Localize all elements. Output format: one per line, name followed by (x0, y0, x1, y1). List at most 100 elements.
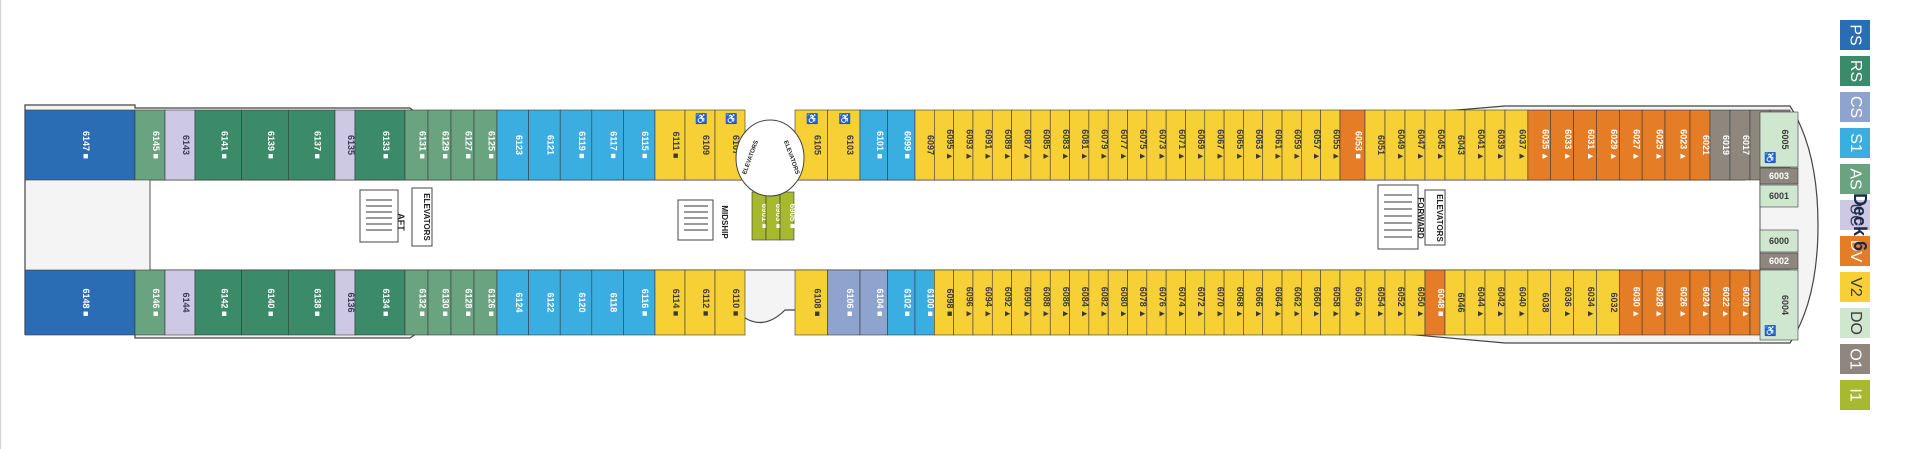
bottom-cabin-6034[interactable]: 6034 ▲ (1573, 269, 1597, 336)
bottom-cabin-6120[interactable]: 6120 (559, 269, 593, 336)
bottom-cabin-6142[interactable]: 6142 ■ (194, 269, 242, 336)
bottom-cabin-6038[interactable]: 6038 (1527, 269, 1552, 336)
top-cabin-6017[interactable]: 6017 (1729, 109, 1751, 181)
top-cabin-6137[interactable]: 6137 ■ (288, 109, 336, 181)
bottom-cabin-6116[interactable]: 6116 ■ (623, 269, 656, 336)
bottom-cabin-6036[interactable]: 6036 ▲ (1550, 269, 1574, 336)
bottom-cabin-6026[interactable]: 6026 ▲ (1664, 269, 1691, 336)
top-cabin-6097[interactable]: 6097 (914, 109, 936, 181)
top-cabin-6089[interactable]: 6089 ▲ (991, 109, 1013, 181)
bow-cabin-6002[interactable]: 6002 (1759, 252, 1799, 270)
top-cabin-6121[interactable]: 6121 (528, 109, 561, 181)
top-cabin-6029[interactable]: 6029 ▲ (1596, 109, 1620, 181)
bottom-cabin-6100[interactable]: 6100 ■ (914, 269, 936, 336)
bottom-cabin-6118[interactable]: 6118 (591, 269, 624, 336)
bottom-cabin-6092[interactable]: 6092 ▲ (991, 269, 1013, 336)
bottom-cabin-6134[interactable]: 6134 ■ (354, 269, 406, 336)
bottom-cabin-6108[interactable]: 6108 ■ (794, 269, 828, 336)
top-cabin-6027[interactable]: 6027 ▲ (1618, 109, 1643, 181)
bottom-cabin-6052[interactable]: 6052 ▲ (1384, 269, 1406, 336)
top-cabin-6019[interactable]: 6019 (1709, 109, 1731, 181)
bottom-cabin-6058[interactable]: 6058 ▲ (1320, 269, 1342, 336)
top-cabin-6111[interactable]: 6111 ■ (654, 109, 686, 181)
top-cabin-6075[interactable]: 6075 ▲ (1127, 109, 1149, 181)
bottom-cabin-6080[interactable]: 6080 ▲ (1107, 269, 1129, 336)
top-cabin-6143[interactable]: 6143 (164, 109, 196, 181)
bottom-cabin-6056[interactable]: 6056 ▲ (1339, 269, 1366, 336)
top-cabin-6071[interactable]: 6071 ▲ (1165, 109, 1187, 181)
bottom-cabin-6132[interactable]: 6132 ■ (404, 269, 429, 336)
bottom-cabin-6126[interactable]: 6126 ■ (473, 269, 498, 336)
top-cabin-6127[interactable]: 6127 ■ (450, 109, 475, 181)
bottom-cabin-6030[interactable]: 6030 ▲ (1618, 269, 1643, 336)
top-cabin-6055[interactable]: 6055 ▲ (1320, 109, 1342, 181)
bottom-cabin-6048[interactable]: 6048 ■ (1424, 269, 1446, 336)
bottom-cabin-6138[interactable]: 6138 ■ (288, 269, 336, 336)
top-cabin-6023[interactable]: 6023 ▲ (1664, 109, 1691, 181)
bottom-cabin-6128[interactable]: 6128 ■ (450, 269, 475, 336)
bow-cabin-6005[interactable]: 6005♿ (1759, 111, 1799, 168)
top-cabin-6047[interactable]: 6047 ▲ (1404, 109, 1426, 181)
bow-cabin-6001[interactable]: 6001 (1759, 184, 1799, 208)
bottom-cabin-6046[interactable]: 6046 (1444, 269, 1466, 336)
bottom-cabin-6122[interactable]: 6122 (528, 269, 561, 336)
top-cabin-6109[interactable]: 6109♿ (684, 109, 716, 181)
bottom-cabin-6110[interactable]: 6110 ■ (714, 269, 746, 336)
bottom-cabin-6074[interactable]: 6074 ▲ (1165, 269, 1187, 336)
bottom-cabin-6104[interactable]: 6104 ■ (859, 269, 888, 336)
bottom-cabin-6146[interactable]: 6146 ■ (134, 269, 166, 336)
top-cabin-6091[interactable]: 6091 ▲ (972, 109, 994, 181)
bottom-cabin-6064[interactable]: 6064 ▲ (1262, 269, 1284, 336)
top-cabin-6119[interactable]: 6119 ■ (559, 109, 593, 181)
bottom-cabin-6112[interactable]: 6112 ■ (684, 269, 716, 336)
bottom-cabin-6084[interactable]: 6084 ▲ (1069, 269, 1091, 336)
bottom-cabin-6102[interactable]: 6102 ■ (887, 269, 916, 336)
bottom-cabin-6066[interactable]: 6066 ▲ (1243, 269, 1264, 336)
top-cabin-6099[interactable]: 6099 ■ (887, 109, 916, 181)
top-cabin-6093[interactable]: 6093 ▲ (953, 109, 975, 181)
top-cabin-6117[interactable]: 6117 ■ (591, 109, 624, 181)
top-cabin-6085[interactable]: 6085 ▲ (1030, 109, 1052, 181)
bottom-cabin-6076[interactable]: 6076 ▲ (1146, 269, 1168, 336)
top-cabin-6115[interactable]: 6115 ■ (623, 109, 656, 181)
bottom-cabin-6042[interactable]: 6042 ▲ (1484, 269, 1506, 336)
top-cabin-6031[interactable]: 6031 ▲ (1573, 109, 1597, 181)
top-cabin-6129[interactable]: 6129 ■ (427, 109, 452, 181)
bow-cabin-6004[interactable]: 6004♿ (1759, 269, 1799, 341)
top-cabin-6103[interactable]: 6103♿ (827, 109, 861, 181)
bottom-cabin-6078[interactable]: 6078 ▲ (1127, 269, 1149, 336)
top-cabin-6043[interactable]: 6043 (1444, 109, 1466, 181)
bottom-cabin-6082[interactable]: 6082 ▲ (1088, 269, 1110, 336)
bottom-cabin-6032[interactable]: 6032 (1596, 269, 1620, 336)
top-cabin-6125[interactable]: 6125 ■ (473, 109, 498, 181)
top-cabin-6057[interactable]: 6057 ▲ (1301, 109, 1322, 181)
bottom-cabin-6098[interactable]: 6098 ■ (934, 269, 955, 336)
bottom-cabin-6070[interactable]: 6070 ▲ (1204, 269, 1226, 336)
top-cabin-6133[interactable]: 6133 ■ (354, 109, 406, 181)
top-cabin-6063[interactable]: 6063 ▲ (1243, 109, 1264, 181)
top-cabin-6079[interactable]: 6079 ▲ (1088, 109, 1110, 181)
bottom-cabin-6040[interactable]: 6040 ▲ (1504, 269, 1529, 336)
top-cabin-6021[interactable]: 6021 (1689, 109, 1711, 181)
top-cabin-6077[interactable]: 6077 ▲ (1107, 109, 1129, 181)
bottom-cabin-6148[interactable]: 6148 ■ (24, 269, 136, 336)
bottom-cabin-6020[interactable]: 6020 ▲ (1729, 269, 1751, 336)
bow-cabin-6003[interactable]: 6003 (1759, 167, 1799, 185)
inside-cabin-6905[interactable]: 6905 ■ (779, 191, 797, 241)
bottom-cabin-6086[interactable]: 6086 ▲ (1049, 269, 1071, 336)
top-cabin-6081[interactable]: 6081 ▲ (1069, 109, 1091, 181)
bottom-cabin-6088[interactable]: 6088 ▲ (1030, 269, 1052, 336)
top-cabin-6067[interactable]: 6067 ▲ (1204, 109, 1226, 181)
top-cabin-6083[interactable]: 6083 ▲ (1049, 109, 1071, 181)
top-cabin-6041[interactable]: 6041 ▲ (1464, 109, 1486, 181)
top-cabin-6039[interactable]: 6039 ▲ (1484, 109, 1506, 181)
bottom-cabin-6022[interactable]: 6022 ▲ (1709, 269, 1731, 336)
bottom-cabin-6068[interactable]: 6068 ▲ (1223, 269, 1245, 336)
top-cabin-6059[interactable]: 6059 ▲ (1281, 109, 1303, 181)
top-cabin-6061[interactable]: 6061 ▲ (1262, 109, 1284, 181)
top-cabin-6087[interactable]: 6087 ▲ (1011, 109, 1033, 181)
top-cabin-6135[interactable]: 6135 (334, 109, 356, 181)
bottom-cabin-6072[interactable]: 6072 ▲ (1185, 269, 1206, 336)
top-cabin-6025[interactable]: 6025 ▲ (1641, 109, 1666, 181)
bottom-cabin-6050[interactable]: 6050 ▲ (1404, 269, 1426, 336)
